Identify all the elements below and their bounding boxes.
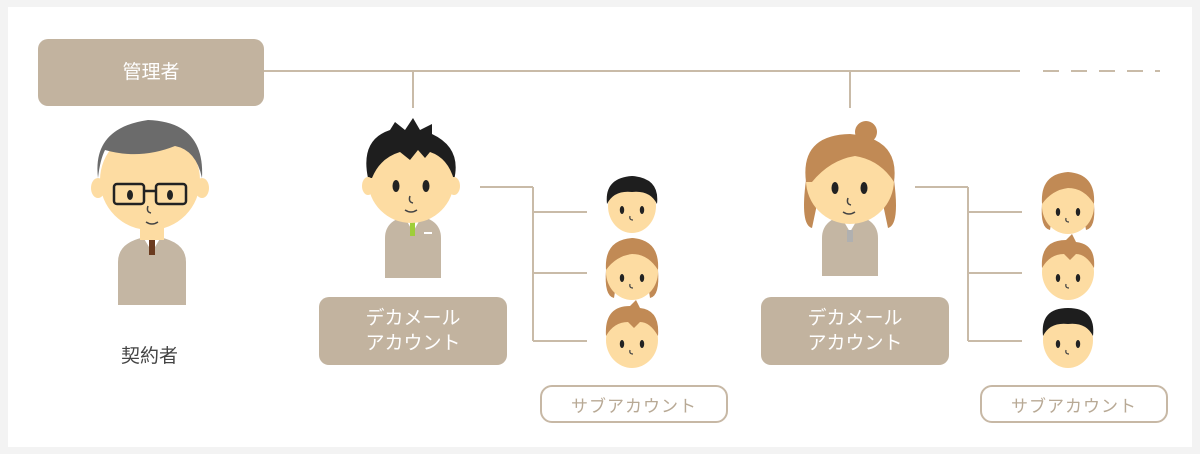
main-account-2-line1: デカメール	[807, 307, 903, 329]
admin-label: 管理者	[122, 61, 180, 83]
main-account-1-line1: デカメール	[365, 307, 461, 329]
main-account-2-line2: アカウント	[807, 332, 903, 354]
sub-account-pill-1: サブアカウント	[540, 385, 728, 423]
main-account-1-line2: アカウント	[365, 332, 461, 354]
sub-2-head-brown-boy	[1041, 234, 1095, 300]
admin-box: 管理者	[38, 39, 264, 106]
sub-account-pill-2: サブアカウント	[980, 385, 1168, 423]
main-account-box-2: デカメール アカウント	[761, 297, 949, 365]
main-account-2-figure	[804, 121, 896, 276]
diagram-canvas: 管理者 契約者 デカメール アカウント デカメール アカウント サブアカウント …	[8, 7, 1192, 447]
connector-lines	[264, 70, 1160, 342]
sub-2-head-brown-girl	[1041, 172, 1095, 234]
main-account-box-1: デカメール アカウント	[319, 297, 507, 365]
main-account-1-figure	[362, 118, 460, 278]
sub-1-head-brown-boy	[605, 300, 659, 368]
sub-2-head-black-hair	[1042, 308, 1094, 368]
contractor-label: 契約者	[121, 345, 179, 367]
sub-1-head-brown-girl	[605, 238, 659, 300]
sub-1-head-black-hair	[606, 176, 658, 233]
contractor-figure	[91, 120, 209, 305]
